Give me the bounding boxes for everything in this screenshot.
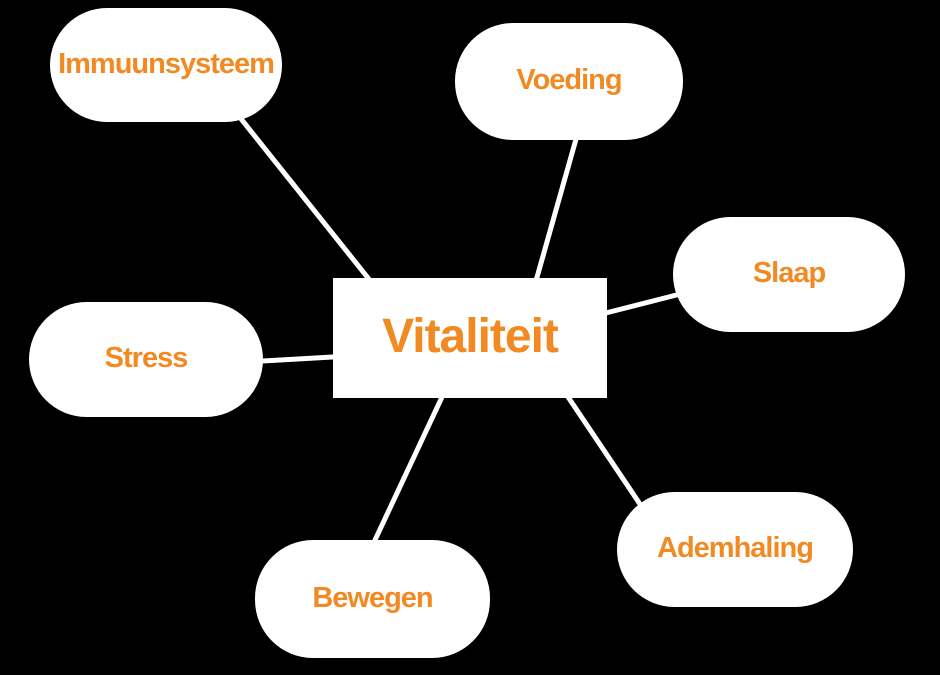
connector-vitaliteit-voeding (529, 124, 583, 296)
node-immuunsysteem[interactable]: Immuunsysteem (50, 8, 282, 122)
node-slaap-label: Slaap (752, 257, 826, 289)
node-stress[interactable]: Stress (29, 302, 263, 417)
connector-vitaliteit-bewegen (365, 378, 453, 557)
node-vitaliteit[interactable]: Vitaliteit (333, 278, 607, 398)
node-immuunsysteem-label: Immuunsysteem (58, 47, 275, 80)
node-ademhaling[interactable]: Ademhaling (617, 492, 853, 607)
connector-vitaliteit-immuunsysteem (228, 103, 382, 295)
connector-vitaliteit-ademhaling (555, 380, 655, 524)
node-vitaliteit-label: Vitaliteit (382, 310, 559, 363)
node-stress-label: Stress (104, 342, 189, 374)
node-bewegen[interactable]: Bewegen (255, 540, 490, 658)
node-voeding-label: Voeding (516, 64, 622, 96)
node-voeding[interactable]: Voeding (455, 23, 683, 140)
node-bewegen-label: Bewegen (312, 581, 433, 614)
node-slaap[interactable]: Slaap (673, 217, 905, 332)
node-ademhaling-label: Ademhaling (657, 532, 814, 564)
